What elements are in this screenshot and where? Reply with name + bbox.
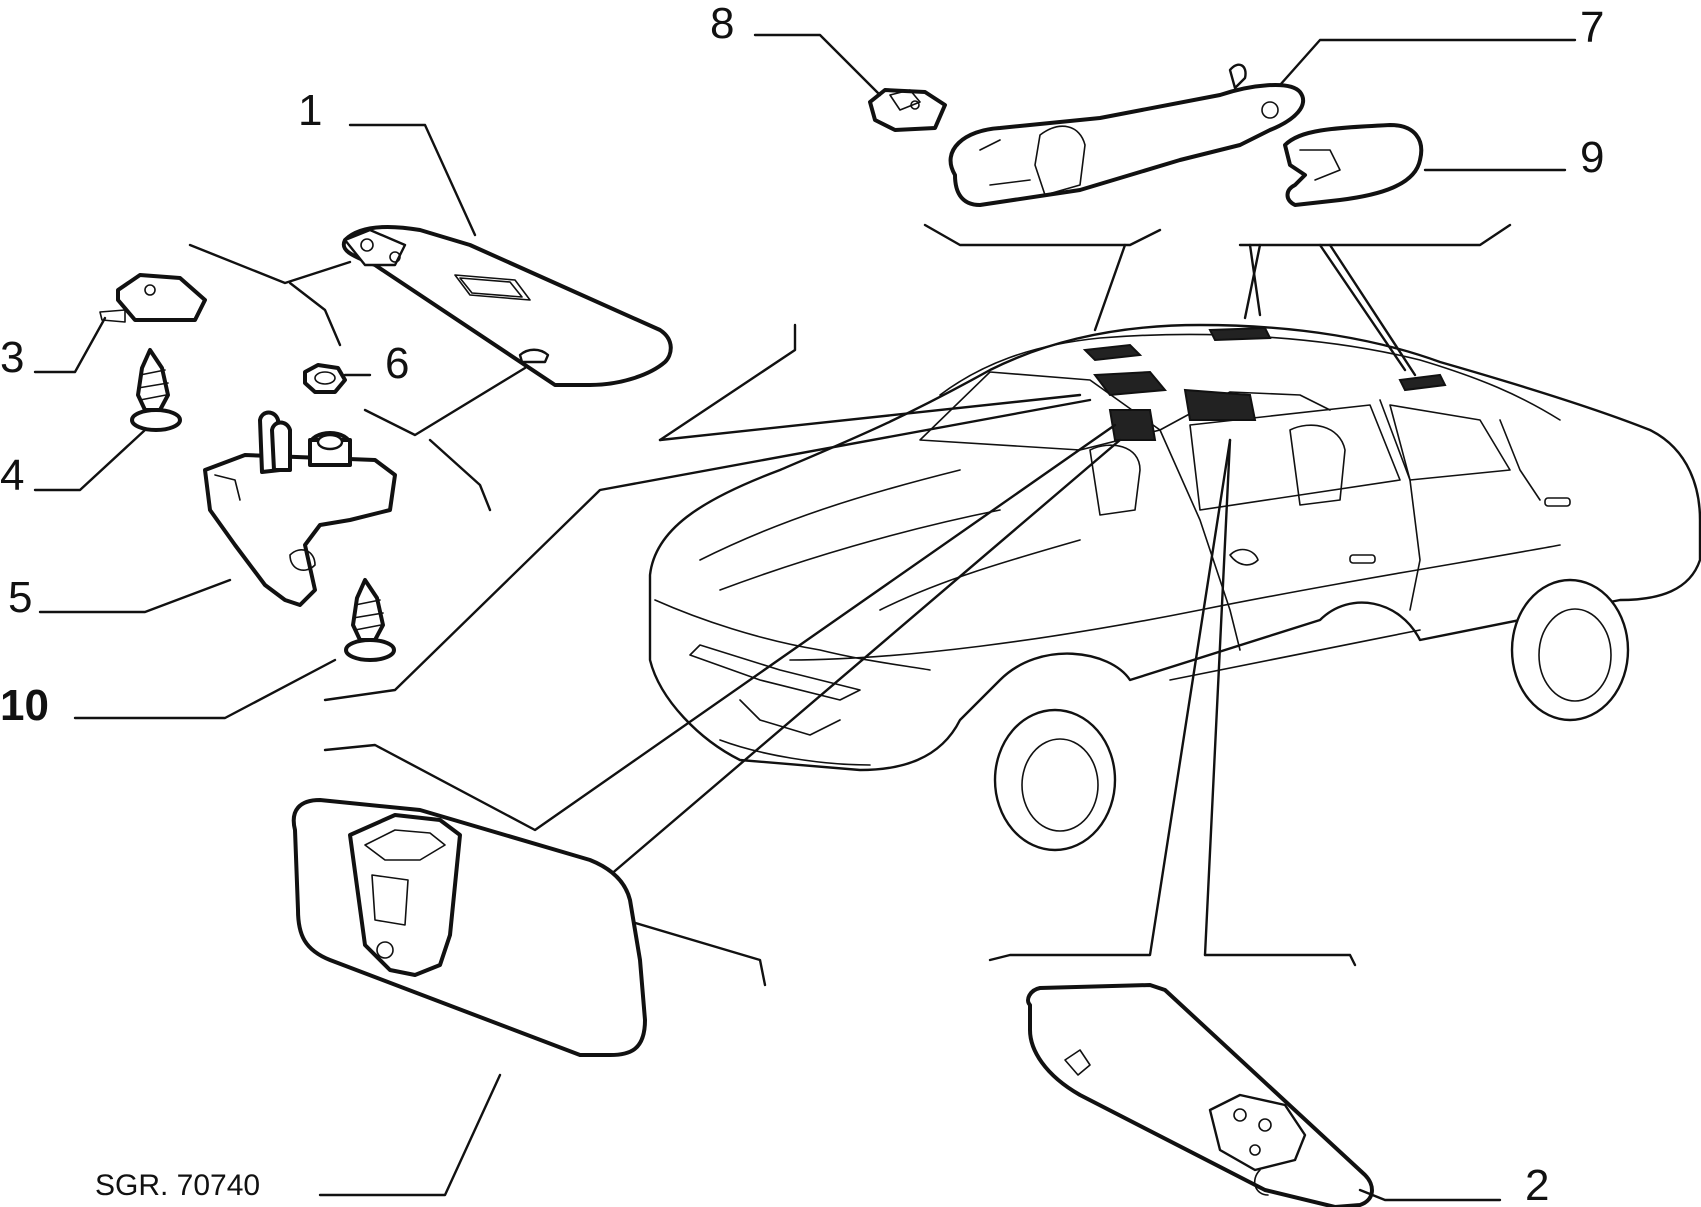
callout-numbers: 1 2 3 4 5 6 7 8 9 10 SGR. 70740	[0, 0, 1604, 1207]
callout-3: 3	[0, 333, 24, 382]
handle-end-cap	[1283, 123, 1424, 207]
sun-visor-left	[341, 225, 673, 387]
callout-7: 7	[1580, 3, 1604, 52]
rear-view-mirror	[291, 798, 647, 1197]
callout-10: 10	[0, 681, 49, 730]
callout-5: 5	[8, 573, 32, 622]
callout-8: 8	[710, 0, 734, 48]
clip	[99, 273, 207, 323]
callout-9: 9	[1580, 133, 1604, 182]
nut	[303, 363, 347, 394]
car-illustration	[648, 323, 1701, 852]
sun-visor-right	[1026, 983, 1374, 1207]
drawing-code: SGR. 70740	[95, 1169, 260, 1202]
callout-6: 6	[385, 339, 409, 388]
callout-lines	[33, 33, 1577, 1202]
callout-4: 4	[0, 451, 24, 500]
screw-10	[344, 578, 396, 662]
screw-4	[130, 348, 182, 432]
visor-support	[203, 410, 397, 607]
leader-lines	[188, 223, 1512, 987]
grab-handle	[948, 63, 1306, 207]
callout-2: 2	[1525, 1161, 1549, 1207]
callout-1: 1	[298, 86, 322, 135]
handle-clip	[868, 88, 947, 132]
